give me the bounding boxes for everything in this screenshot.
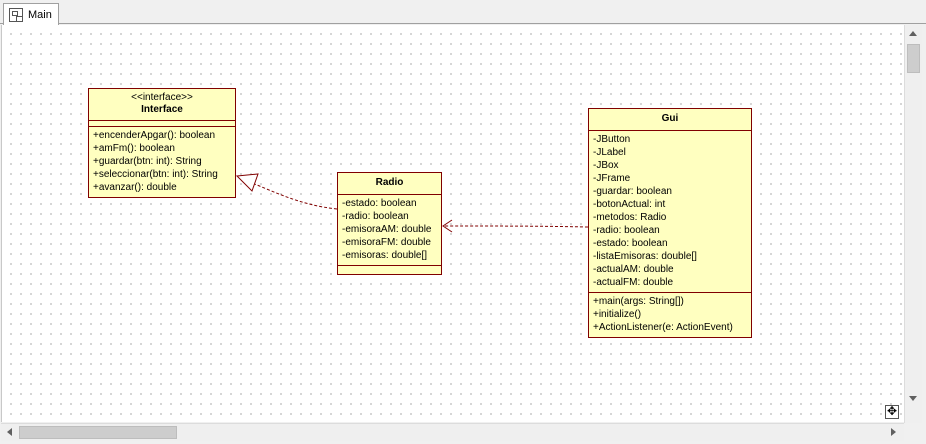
vertical-scroll-thumb[interactable] — [907, 44, 920, 73]
method-item: +ActionListener(e: ActionEvent) — [593, 322, 733, 333]
attribute-item: -emisoras: double[] — [342, 250, 428, 261]
method-item: +guardar(btn: int): String — [93, 156, 202, 167]
move-icon[interactable]: ✥ — [885, 404, 899, 419]
method-item: +avanzar(): double — [93, 182, 177, 193]
attributes-section: -estado: boolean -radio: boolean -emisor… — [338, 195, 441, 266]
attribute-item: -estado: boolean — [342, 198, 417, 209]
methods-section — [338, 266, 441, 274]
attributes-section: -JButton -JLabel -JBox -JFrame -guardar:… — [589, 131, 751, 293]
class-name: Radio — [375, 177, 404, 188]
attributes-section — [89, 121, 235, 127]
attribute-item: -guardar: boolean — [593, 186, 672, 197]
class-header: Radio — [338, 173, 441, 195]
horizontal-scrollbar[interactable] — [1, 423, 904, 441]
attribute-item: -radio: boolean — [342, 211, 409, 222]
attribute-item: -JFrame — [593, 173, 631, 184]
class-name: Gui — [661, 113, 679, 124]
attribute-item: -estado: boolean — [593, 238, 668, 249]
attribute-item: -metodos: Radio — [593, 212, 667, 223]
attribute-item: -listaEmisoras: double[] — [593, 251, 697, 262]
methods-section: +main(args: String[]) +initialize() +Act… — [589, 293, 751, 337]
tab-bar: Main — [0, 0, 926, 25]
vertical-scrollbar[interactable] — [904, 25, 922, 423]
attribute-item: -JBox — [593, 160, 619, 171]
attribute-item: -JLabel — [593, 147, 626, 158]
attribute-item: -emisoraFM: double — [342, 237, 431, 248]
scroll-down-icon[interactable] — [909, 396, 917, 401]
class-interface[interactable]: <<interface>> Interface +encenderApgar()… — [88, 88, 236, 198]
scrollbar-corner — [904, 423, 926, 444]
method-item: +initialize() — [593, 309, 642, 320]
class-radio[interactable]: Radio -estado: boolean -radio: boolean -… — [337, 172, 442, 275]
attribute-item: -JButton — [593, 134, 631, 145]
attribute-item: -radio: boolean — [593, 225, 660, 236]
tab-main-label: Main — [28, 8, 52, 21]
method-item: +encenderApgar(): boolean — [93, 130, 216, 141]
scroll-left-icon[interactable] — [7, 428, 12, 436]
scroll-up-icon[interactable] — [909, 31, 917, 36]
class-name: Interface — [141, 104, 183, 115]
class-header: <<interface>> Interface — [89, 89, 235, 121]
class-stereotype: <<interface>> — [131, 92, 193, 103]
attribute-item: -actualFM: double — [593, 277, 674, 288]
class-diagram-icon — [9, 7, 23, 22]
tab-main[interactable]: Main — [3, 3, 59, 25]
class-header: Gui — [589, 109, 751, 131]
diagram-canvas[interactable] — [1, 25, 904, 422]
attribute-item: -botonActual: int — [593, 199, 666, 210]
class-gui[interactable]: Gui -JButton -JLabel -JBox -JFrame -guar… — [588, 108, 752, 338]
attribute-item: -actualAM: double — [593, 264, 674, 275]
method-item: +amFm(): boolean — [93, 143, 175, 154]
horizontal-scroll-thumb[interactable] — [19, 426, 177, 439]
method-item: +main(args: String[]) — [593, 296, 684, 307]
attribute-item: -emisoraAM: double — [342, 224, 432, 235]
method-item: +seleccionar(btn: int): String — [93, 169, 218, 180]
methods-section: +encenderApgar(): boolean +amFm(): boole… — [89, 127, 235, 197]
scroll-right-icon[interactable] — [891, 428, 896, 436]
